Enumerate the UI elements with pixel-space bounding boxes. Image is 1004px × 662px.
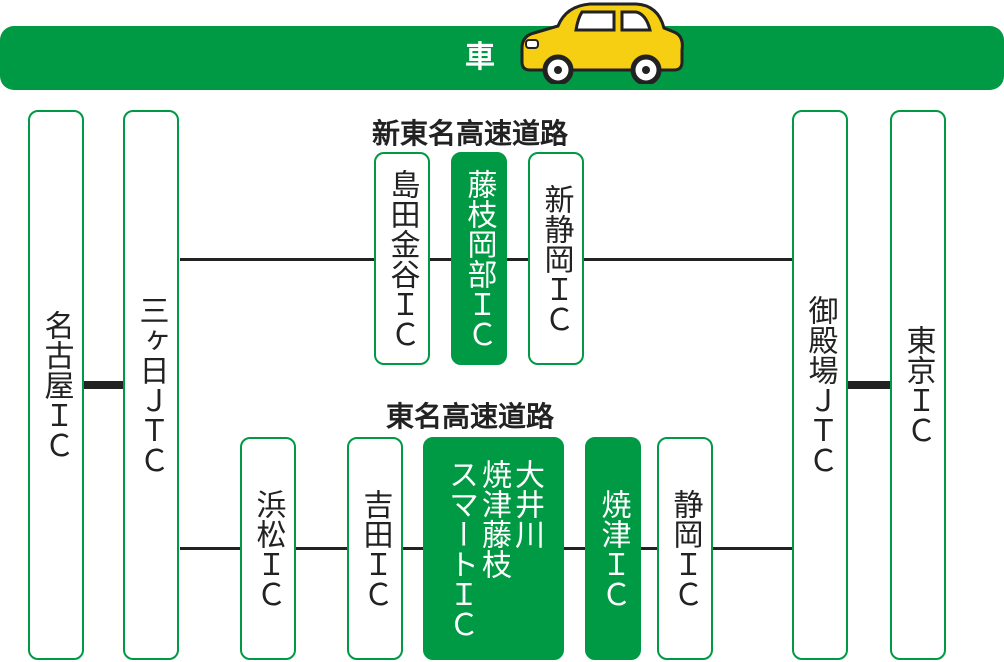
node-gotemba-jct: 御殿場ＪＴＣ: [792, 110, 848, 660]
node-shimada-kanaya-ic: 島田金谷ＩＣ: [374, 152, 430, 365]
node-yaizu-ic: 焼津ＩＣ: [585, 437, 641, 660]
node-shizuoka-ic: 静岡ＩＣ: [657, 437, 713, 660]
node-tokyo-ic: 東京ＩＣ: [890, 110, 946, 660]
node-yoshida-ic: 吉田ＩＣ: [347, 437, 403, 660]
node-mikkabi-jct: 三ヶ日ＪＴＣ: [123, 110, 179, 660]
node-label: 藤枝岡部ＩＣ: [461, 168, 497, 349]
node-label: 名古屋ＩＣ: [38, 310, 74, 460]
node-fujieda-okabe-ic: 藤枝岡部ＩＣ: [451, 152, 507, 365]
tomei-label: 東名高速道路: [386, 400, 555, 433]
node-shin-shizuoka-ic: 新静岡ＩＣ: [528, 152, 584, 365]
node-label: 島田金谷ＩＣ: [384, 168, 420, 349]
node-label: 新静岡ＩＣ: [538, 183, 574, 334]
node-nagoya-ic: 名古屋ＩＣ: [28, 110, 84, 660]
node-label: 大井川 焼津藤枝 スマートＩＣ: [443, 458, 544, 639]
link-nagoya-mikkabi: [84, 381, 124, 389]
node-hamamatsu-ic: 浜松ＩＣ: [240, 437, 296, 660]
header-bar: [0, 26, 1004, 90]
node-label: 東京ＩＣ: [900, 325, 936, 445]
node-oi-yaizu-fujieda-smart-ic: 大井川 焼津藤枝 スマートＩＣ: [423, 437, 564, 660]
node-label: 三ヶ日ＪＴＣ: [133, 295, 169, 475]
node-label: 御殿場ＪＴＣ: [802, 295, 838, 475]
node-label: 浜松ＩＣ: [250, 488, 286, 609]
node-label: 吉田ＩＣ: [357, 488, 393, 609]
link-gotemba-tokyo: [846, 381, 890, 389]
header-title: 車: [465, 40, 495, 75]
car-icon: [520, 2, 684, 84]
shin-tomei-label: 新東名高速道路: [372, 117, 569, 150]
node-label: 静岡ＩＣ: [667, 488, 703, 609]
node-label: 焼津ＩＣ: [595, 488, 631, 609]
